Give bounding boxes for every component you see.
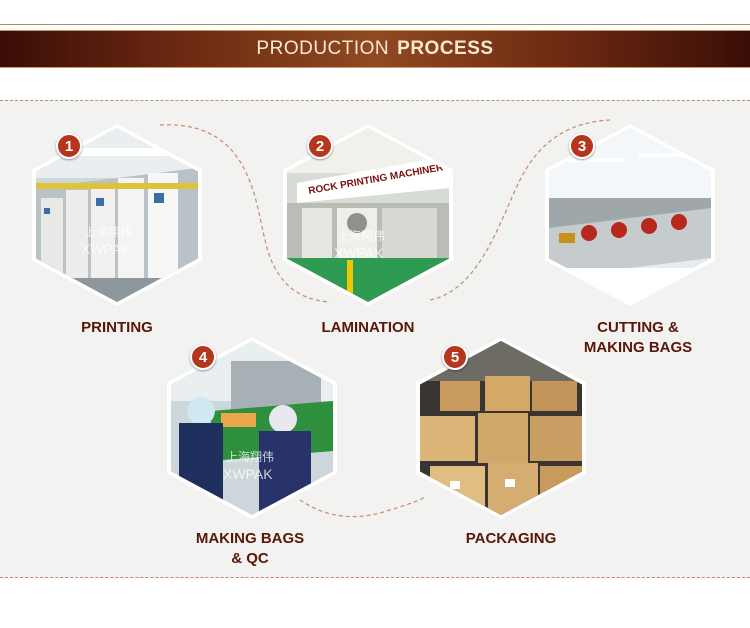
step-1-label: PRINTING (81, 319, 153, 336)
step-5-badge: 5 (442, 344, 468, 370)
step-5-image-frame (416, 337, 586, 519)
watermark-en: XWPAK (81, 241, 131, 257)
step-3-badge: 3 (569, 133, 595, 159)
watermark-cn: 上海翔伟 (337, 228, 385, 243)
step-2-badge: 2 (307, 133, 333, 159)
top-divider (0, 24, 750, 25)
watermark-cn: 上海翔伟 (226, 449, 274, 464)
step-4-badge: 4 (190, 344, 216, 370)
lamination-machine-photo-icon: ROCK PRINTING MACHINER 上海翔伟 XWPAK (287, 128, 449, 302)
cardboard-boxes-photo-icon (420, 341, 582, 515)
step-4-label: MAKING BAGS & QC (195, 530, 305, 567)
step-1-badge: 1 (56, 133, 82, 159)
step-2-label: LAMINATION (321, 319, 415, 336)
step-5-label: PACKAGING (465, 530, 557, 547)
watermark-en: XWPAK (223, 466, 273, 482)
step-3-label: CUTTING & MAKING BAGS (583, 319, 693, 356)
step-4-image-frame: 上海翔伟 XWPAK (167, 337, 337, 519)
step-2-image-frame: ROCK PRINTING MACHINER 上海翔伟 XWPAK (283, 124, 453, 306)
watermark-cn: 上海翔伟 (84, 224, 132, 239)
watermark-en: XWPAK (334, 245, 384, 261)
